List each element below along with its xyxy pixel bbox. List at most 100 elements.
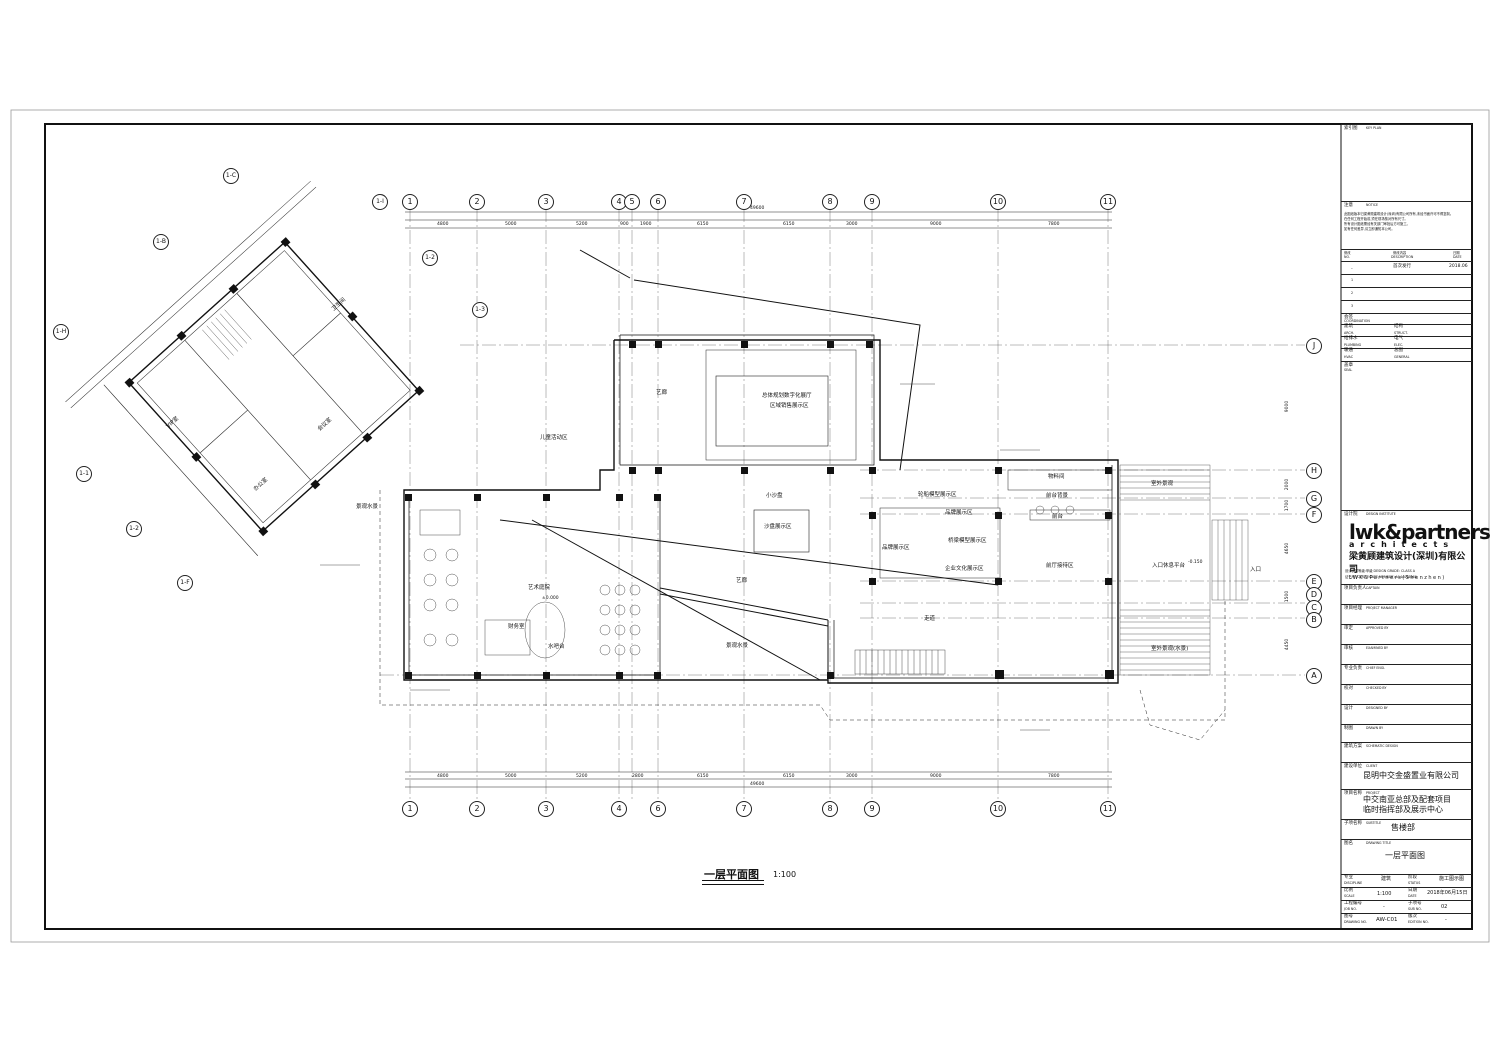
drawing-scale: 1:100	[773, 870, 797, 879]
disc-hvac: 暖通	[1344, 348, 1353, 353]
field-approved-en: APPROVED BY	[1366, 626, 1389, 630]
drawingno-label: 图号	[1344, 914, 1353, 919]
tb-disc-2	[1341, 336, 1472, 337]
edition-label: 版次	[1408, 914, 1417, 919]
project-value-2: 临时指挥部及展示中心	[1363, 805, 1443, 814]
drawingno-row	[1341, 913, 1472, 914]
field-chief-en: CHIEF ENGI.	[1366, 666, 1386, 670]
grid-col-9-bottom: 9	[864, 801, 880, 817]
dim-top-1: 4800	[437, 222, 449, 227]
grid-col-6-bottom: 6	[650, 801, 666, 817]
drawingno-en: DRAWING NO.	[1344, 920, 1368, 924]
dim-bottom-5: 6150	[697, 774, 709, 779]
subtitle-label: 子项名称	[1344, 821, 1362, 826]
notice-line-1: 此图纸版本归梁黄顾建筑设计(深圳)有限公司所有,未经书面许可不得复制。	[1344, 212, 1454, 216]
grid-col-8-top: 8	[822, 194, 838, 210]
jobno-value: -	[1383, 904, 1385, 910]
rev-0-desc: 首次发行	[1393, 264, 1411, 269]
dim-bottom-9: 7800	[1048, 774, 1060, 779]
tb-rev-header	[1341, 249, 1472, 250]
grid-row-J: J	[1306, 338, 1322, 354]
tb-rev-3	[1341, 300, 1472, 301]
field-captain-en: CAPTAIN	[1366, 586, 1380, 590]
dim-row-1: 9000	[1285, 400, 1291, 413]
field-captain: 项目负责人	[1344, 586, 1367, 591]
grid-col-7-bottom: 7	[736, 801, 752, 817]
grid-annex-1-3: 1-3	[472, 302, 488, 318]
room-ship-model: 轮船模型展示区	[918, 492, 957, 498]
grid-col-9-top: 9	[864, 194, 880, 210]
room-brand-1: 品牌展示区	[945, 510, 973, 516]
room-brand-2: 品牌展示区	[882, 545, 910, 551]
room-gallery-north: 艺廊	[656, 390, 668, 396]
institute-label: 设计院	[1344, 512, 1358, 517]
grid-col-3-top: 3	[538, 194, 554, 210]
client-value: 昆明中交金盛置业有限公司	[1363, 771, 1459, 780]
room-front-desk: 前台	[1052, 514, 1064, 520]
subtitle-value: 售楼部	[1391, 823, 1415, 832]
firm-logo: lwk&partners architects 梁黄顾建筑设计(深圳)有限公司 …	[1349, 520, 1491, 581]
drawing-title-label: 图名	[1344, 841, 1353, 846]
discipline-label: 专业	[1344, 875, 1353, 880]
scale-value: 1:100	[1377, 891, 1392, 897]
status-en: STATUS	[1408, 881, 1421, 885]
grid-col-10-bottom: 10	[990, 801, 1006, 817]
title-underline	[702, 880, 764, 885]
rev-h-date-en: DATE	[1453, 255, 1462, 259]
drawing-title-value: 一层平面图	[1385, 851, 1425, 860]
disc-general-en: GENERAL	[1394, 355, 1410, 359]
dim-row-6: 4450	[1285, 638, 1291, 651]
drawing-title: 一层平面图	[704, 868, 759, 881]
grid-col-4-bottom: 4	[611, 801, 627, 817]
coordination-en: COORDINATION	[1344, 319, 1370, 323]
dim-top-8: 3000	[846, 222, 858, 227]
grid-col-7-top: 7	[736, 194, 752, 210]
dim-bottom-1: 4800	[437, 774, 449, 779]
client-en: CLIENT	[1366, 764, 1378, 768]
room-kids-area: 儿童活动区	[540, 435, 568, 441]
room-model-display: 沙盘展示区	[764, 524, 792, 530]
disc-arch-en: ARCH.	[1344, 331, 1355, 335]
floor-plan	[65, 180, 1305, 800]
grid-col-6-top: 6	[650, 194, 666, 210]
subtitle-en: SUBTITLE	[1366, 821, 1382, 825]
grid-col-1-bottom: 1	[402, 801, 418, 817]
dim-bottom-4: 2800	[632, 774, 644, 779]
grid-col-3-bottom: 3	[538, 801, 554, 817]
grid-annex-1-1: 1-1	[76, 466, 92, 482]
grid-col-8-bottom: 8	[822, 801, 838, 817]
field-designed-en: DESIGNED BY	[1366, 706, 1388, 710]
date-label: 日期	[1408, 888, 1417, 893]
elevation-main: ±0.000	[542, 596, 559, 601]
room-culture: 企业文化展示区	[945, 566, 984, 572]
field-drawn-en: DRAWN BY	[1366, 726, 1384, 730]
key-plan-en: KEY PLAN	[1366, 126, 1382, 130]
certificate-no: 证书号 (CERTIFICATE NUMBER) A144016060	[1345, 575, 1417, 579]
discipline-value: 建筑	[1381, 876, 1392, 882]
dim-bottom-7: 3000	[846, 774, 858, 779]
rev-0-no: _	[1351, 265, 1353, 269]
grid-row-A: A	[1306, 668, 1322, 684]
tb-disc-3	[1341, 348, 1472, 349]
field-pm-en: PROJECT MANAGER	[1366, 606, 1397, 610]
room-finance: 财务室	[508, 624, 525, 630]
date-en: DATE	[1408, 894, 1417, 898]
dim-bottom-3: 5200	[576, 774, 588, 779]
firm-name-en: LWK&Partners(Shenzhen)	[1349, 575, 1446, 581]
grid-annex-1-F: 1-F	[177, 575, 193, 591]
disc-plumb-en: PLUMBING	[1344, 343, 1362, 347]
rev-h-no: 修改	[1344, 251, 1351, 255]
grid-annex-1-C: 1-C	[223, 168, 239, 184]
grid-annex-1-H: 1-H	[53, 324, 69, 340]
tb-coordination: 会签	[1341, 313, 1472, 320]
scale-en: SCALE	[1344, 894, 1355, 898]
jobno-label: 工程编号	[1344, 901, 1362, 906]
dim-row-3: 1700	[1285, 499, 1291, 512]
dim-total-top: 49600	[750, 206, 765, 211]
